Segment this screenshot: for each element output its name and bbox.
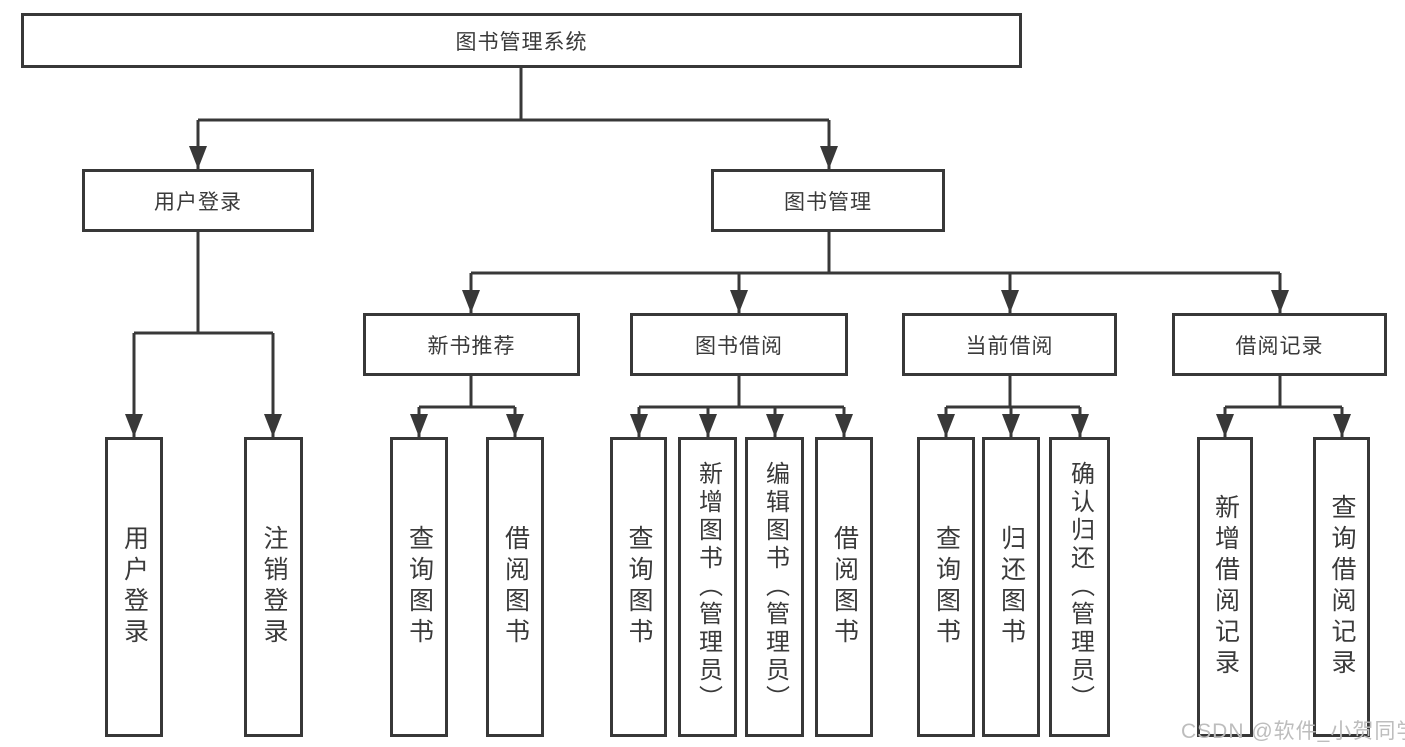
leaf-confirm-return-admin: 确认归还（管理员） — [1049, 437, 1110, 737]
leaf-query-borrow-record: 查询借阅记录 — [1313, 437, 1370, 737]
node-new-book-recommend: 新书推荐 — [363, 313, 580, 376]
node-label: 新书推荐 — [427, 334, 516, 358]
node-label: 新增图书（管理员） — [694, 461, 722, 713]
node-label: 用户登录 — [154, 190, 242, 214]
node-label: 借阅图书 — [830, 525, 859, 649]
node-book-management: 图书管理 — [711, 169, 945, 232]
leaf-return-books: 归还图书 — [982, 437, 1040, 737]
csdn-watermark: CSDN @软件_小贺同学 — [1181, 720, 1405, 743]
node-label: 查询图书 — [405, 525, 434, 649]
leaf-add-books-admin: 新增图书（管理员） — [678, 437, 737, 737]
node-label: 查询图书 — [932, 525, 961, 649]
node-label: 查询借阅记录 — [1328, 494, 1356, 680]
node-user-login: 用户登录 — [82, 169, 314, 232]
leaf-query-books-borrow: 查询图书 — [610, 437, 667, 737]
node-current-borrow: 当前借阅 — [902, 313, 1117, 376]
leaf-query-books-recommend: 查询图书 — [390, 437, 448, 737]
node-library-management-system: 图书管理系统 — [21, 13, 1022, 68]
node-label: 确认归还（管理员） — [1066, 461, 1094, 713]
node-label: 当前借阅 — [965, 334, 1054, 358]
node-label: 归还图书 — [997, 525, 1026, 649]
node-label: 用户登录 — [120, 525, 149, 649]
leaf-logout: 注销登录 — [244, 437, 303, 737]
node-label: 注销登录 — [260, 525, 288, 649]
node-label: 图书借阅 — [695, 334, 783, 358]
node-label: 新增借阅记录 — [1211, 494, 1240, 680]
node-label: 借阅记录 — [1235, 334, 1324, 358]
leaf-edit-books-admin: 编辑图书（管理员） — [745, 437, 804, 737]
leaf-borrow-books: 借阅图书 — [815, 437, 873, 737]
node-label: 图书管理系统 — [455, 30, 588, 54]
node-borrow-records: 借阅记录 — [1172, 313, 1387, 376]
node-label: 编辑图书（管理员） — [761, 461, 789, 713]
node-label: 图书管理 — [784, 190, 872, 214]
leaf-query-books-current: 查询图书 — [917, 437, 975, 737]
node-book-borrow: 图书借阅 — [630, 313, 848, 376]
node-label: 借阅图书 — [501, 525, 530, 649]
leaf-borrow-books-recommend: 借阅图书 — [486, 437, 544, 737]
leaf-user-login: 用户登录 — [105, 437, 163, 737]
node-label: 查询图书 — [625, 525, 653, 649]
leaf-add-borrow-record: 新增借阅记录 — [1197, 437, 1253, 737]
